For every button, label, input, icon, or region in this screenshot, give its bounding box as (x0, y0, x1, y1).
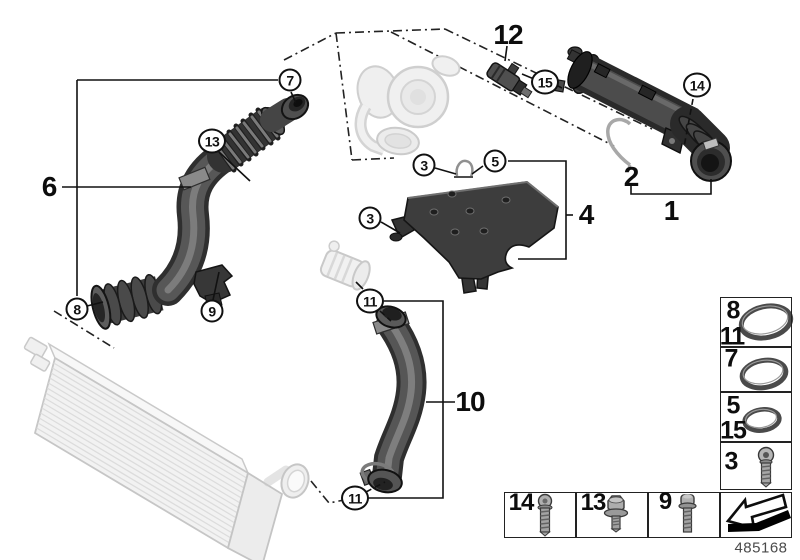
document-number: 485168 (734, 539, 788, 557)
legend-number-11: 11 (719, 322, 745, 351)
pan-head-screw-icon (537, 493, 553, 537)
fastener-number-13: 13 (580, 489, 607, 516)
part-label-2[interactable]: 2 (623, 161, 640, 192)
hex-washer-bolt-icon (603, 495, 629, 533)
flange-bolt-icon (678, 494, 697, 533)
mounting-bracket-part[interactable] (389, 159, 559, 294)
charge-air-hose-left-part[interactable] (88, 90, 313, 331)
pressure-sensor-part[interactable] (486, 55, 539, 101)
legend-number-8: 8 (726, 296, 741, 325)
part-label-12[interactable]: 12 (493, 19, 523, 50)
part-label-6[interactable]: 6 (41, 171, 58, 202)
callout-5[interactable]: 5 (483, 149, 507, 173)
intercooler-ghost (23, 336, 310, 560)
hose-bellows-end (90, 273, 164, 330)
part-label-4[interactable]: 4 (578, 199, 595, 230)
legend-number-15: 15 (720, 416, 747, 445)
fastener-cell-13[interactable] (576, 492, 648, 538)
retaining-clip (455, 159, 474, 178)
throttle-connector-ghost (319, 240, 371, 291)
legend-cell-5-15[interactable] (720, 392, 792, 442)
hose-clamp (178, 166, 211, 191)
direction-arrow-icon (725, 493, 791, 532)
callout-14[interactable]: 14 (683, 72, 711, 98)
retaining-wire-part[interactable] (606, 117, 632, 172)
legend-number-5: 5 (726, 391, 741, 420)
legend-cell-3[interactable] (720, 442, 792, 490)
legend-cell-7[interactable] (720, 347, 792, 392)
legend-number-7: 7 (724, 344, 739, 373)
charge-air-hose-middle-part[interactable] (359, 303, 427, 495)
callout-15[interactable]: 15 (531, 69, 559, 95)
legend-number-3: 3 (724, 447, 739, 476)
callout-13[interactable]: 13 (198, 128, 226, 154)
callout-8[interactable]: 8 (65, 297, 89, 321)
callout-3-top[interactable]: 3 (412, 153, 436, 177)
fastener-number-14: 14 (508, 489, 535, 516)
callout-11-upper[interactable]: 11 (356, 288, 384, 314)
fastener-cell-14[interactable] (504, 492, 576, 538)
torx-screw-icon (757, 446, 775, 488)
turbocharger-ghost (354, 55, 461, 156)
direction-arrow-cell[interactable] (720, 492, 792, 538)
fastener-number-9: 9 (658, 488, 672, 515)
callout-11-lower[interactable]: 11 (341, 485, 369, 511)
callout-9[interactable]: 9 (200, 299, 224, 323)
fastener-cell-9[interactable] (648, 492, 720, 538)
part-label-10[interactable]: 10 (455, 386, 485, 417)
callout-3-left[interactable]: 3 (358, 206, 382, 230)
legend-icons (725, 303, 794, 532)
part-label-1[interactable]: 1 (663, 195, 680, 226)
fastener-icons (537, 493, 697, 537)
legend-cell-8-11[interactable] (720, 297, 792, 347)
callout-7[interactable]: 7 (278, 68, 302, 92)
dashed-pointer-lines (365, 98, 694, 493)
